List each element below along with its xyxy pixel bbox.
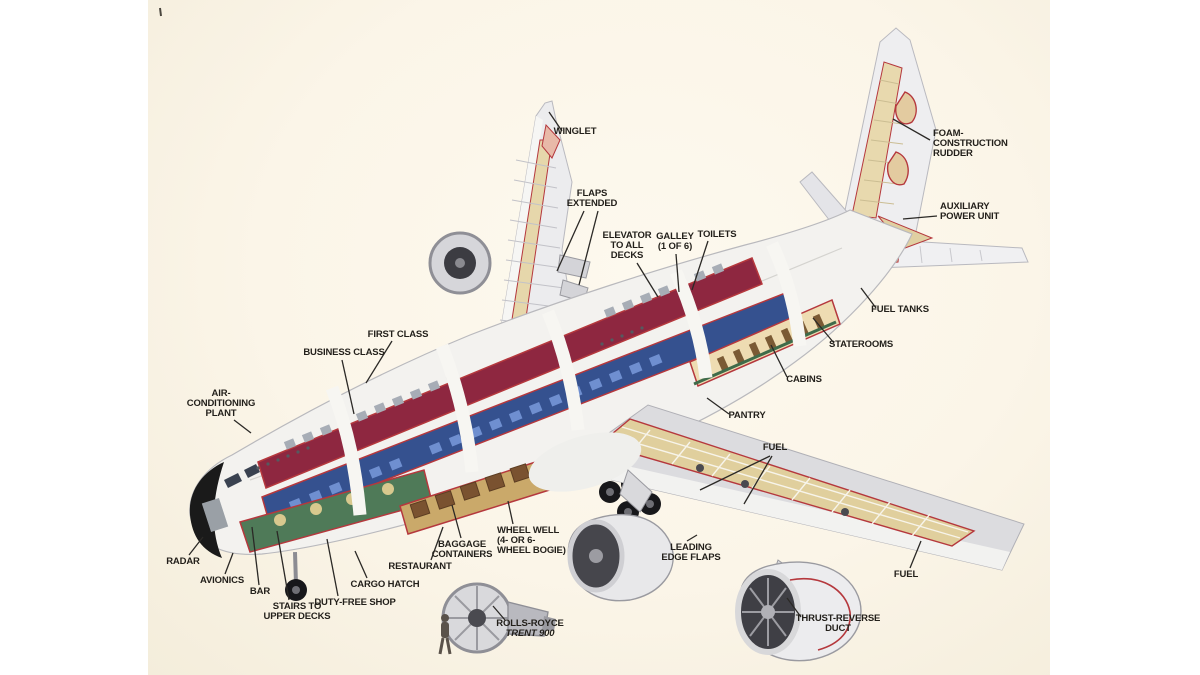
passenger-windows bbox=[256, 326, 644, 470]
leader-first-class bbox=[365, 340, 393, 384]
leader-air-conditioning-plant bbox=[233, 419, 252, 434]
upper-deck-cabin bbox=[257, 257, 763, 490]
wing-root-fairing bbox=[528, 432, 642, 492]
leader-leading-edge-flaps bbox=[686, 534, 698, 542]
leader-stairs-to-upper-decks bbox=[276, 530, 290, 601]
far-engine bbox=[428, 231, 492, 295]
leader-radar bbox=[188, 536, 204, 556]
leader-bar bbox=[251, 526, 260, 586]
leader-staterooms bbox=[812, 317, 835, 344]
leader-elevator-to-all-decks bbox=[636, 262, 659, 298]
baggage-container-boxes bbox=[409, 463, 531, 519]
leader-fuel-wing-outer bbox=[909, 540, 922, 569]
leader-fuel-tanks bbox=[860, 287, 877, 309]
leader-flaps-extended bbox=[578, 210, 599, 286]
leader-winglet bbox=[548, 111, 563, 132]
leader-pantry bbox=[706, 397, 730, 415]
nose-gear bbox=[285, 551, 307, 601]
leader-toilets bbox=[691, 240, 709, 291]
leader-rolls-royce-trent-900 bbox=[492, 605, 506, 621]
outer-engine-thrust-reverser bbox=[735, 559, 862, 662]
leader-avionics bbox=[224, 552, 234, 575]
stray-mark bbox=[159, 7, 162, 17]
near-wing bbox=[528, 404, 1025, 571]
leader-business-class bbox=[341, 359, 355, 415]
fuel-pumps bbox=[696, 464, 849, 516]
leader-baggage-containers bbox=[451, 504, 462, 539]
left-margin bbox=[0, 0, 150, 675]
foam-rudder-panel bbox=[886, 151, 909, 186]
leader-auxiliary-power-unit bbox=[902, 215, 938, 220]
leader-galley-1-of-6 bbox=[675, 253, 680, 293]
leader-thrust-reverse-duct bbox=[786, 597, 802, 618]
cockpit-windows bbox=[224, 464, 260, 488]
trent-900-engine bbox=[441, 582, 556, 654]
leader-cabins bbox=[770, 344, 788, 378]
leader-wheel-well bbox=[507, 500, 514, 525]
leader-foam-construction-rudder bbox=[892, 118, 931, 141]
leader-restaurant bbox=[430, 526, 444, 561]
foam-rudder-panel bbox=[895, 91, 917, 125]
leader-cargo-hatch bbox=[354, 550, 368, 579]
vertical-stabilizer bbox=[837, 27, 937, 245]
fuselage-frames bbox=[325, 241, 807, 516]
leader-fuel-wing-inner bbox=[699, 455, 771, 491]
right-margin bbox=[1050, 0, 1200, 675]
cabin-floor-trim bbox=[693, 320, 837, 386]
scale-figure bbox=[438, 614, 452, 655]
leader-duty-free-shop bbox=[326, 538, 339, 597]
inner-engine bbox=[567, 469, 674, 602]
fuselage bbox=[189, 209, 913, 558]
leader-fuel-wing-inner bbox=[743, 455, 773, 505]
far-wing bbox=[428, 100, 591, 353]
radar-dish bbox=[201, 497, 229, 533]
leader-flaps-extended bbox=[556, 210, 585, 272]
